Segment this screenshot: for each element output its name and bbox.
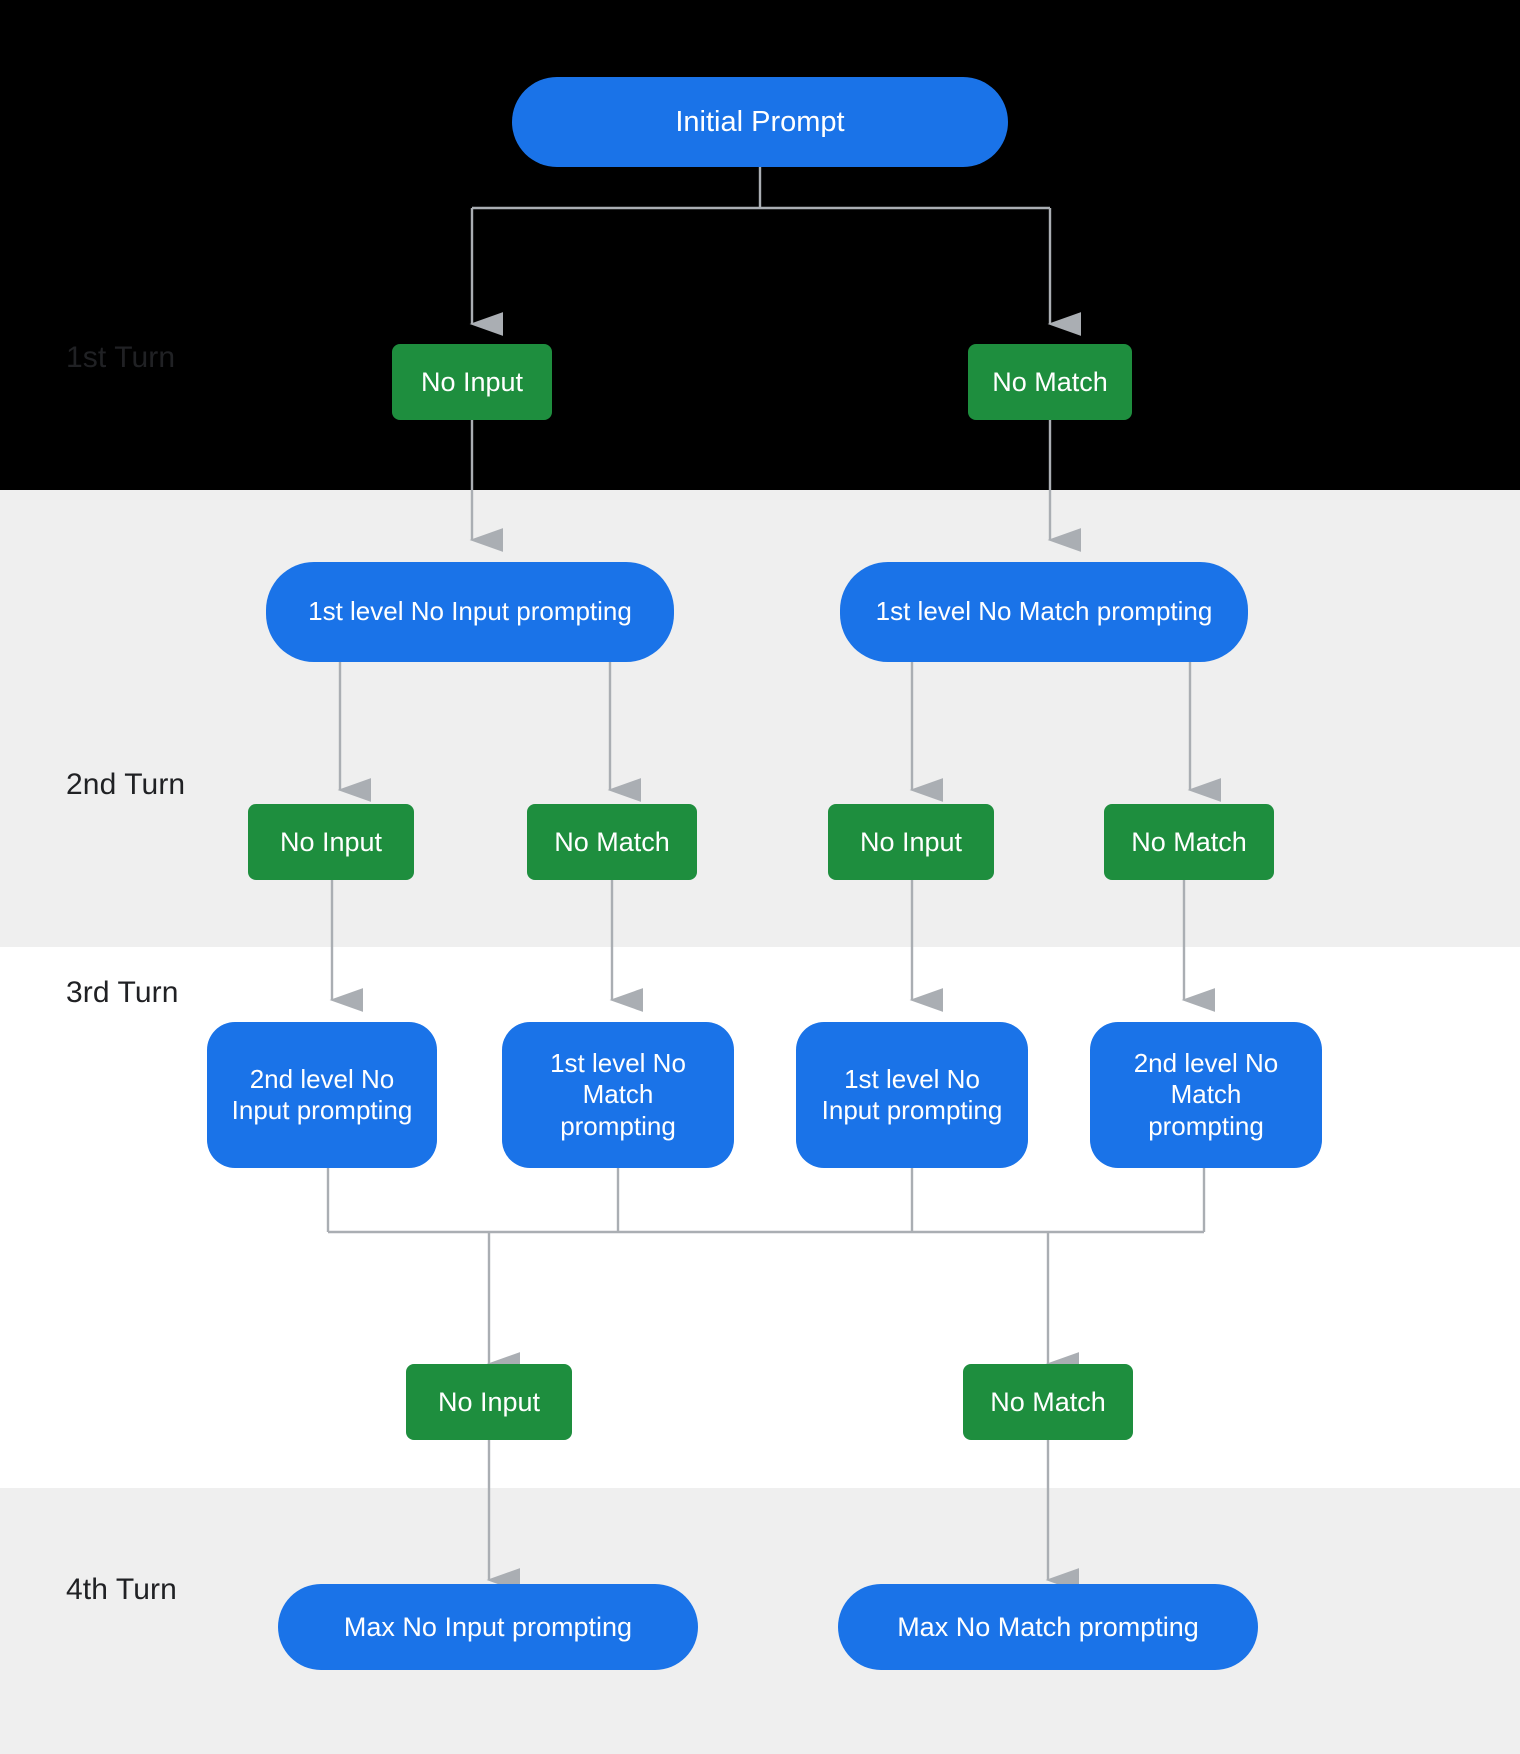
node-t1-no-input[interactable]: No Input [392, 344, 552, 420]
node-t2-no-match-a[interactable]: No Match [527, 804, 697, 880]
node-t2-prompt-no-match[interactable]: 1st level No Match prompting [840, 562, 1248, 662]
node-t3-no-match[interactable]: No Match [963, 1364, 1133, 1440]
node-t3-no-input[interactable]: No Input [406, 1364, 572, 1440]
turn-label-4th: 4th Turn [66, 1573, 177, 1606]
node-t3-prompt-1st-no-input[interactable]: 1st level No Input prompting [796, 1022, 1028, 1168]
band-2nd-turn [0, 490, 1520, 947]
turn-label-2nd: 2nd Turn [66, 768, 186, 801]
node-t1-no-match[interactable]: No Match [968, 344, 1132, 420]
turn-label-3rd: 3rd Turn [66, 976, 179, 1009]
node-t3-prompt-1st-no-match[interactable]: 1st level No Match prompting [502, 1022, 734, 1168]
node-t4-max-no-match[interactable]: Max No Match prompting [838, 1584, 1258, 1670]
band-4th-turn [0, 1488, 1520, 1754]
node-t3-prompt-2nd-no-match[interactable]: 2nd level No Match prompting [1090, 1022, 1322, 1168]
node-t2-no-input-b[interactable]: No Input [828, 804, 994, 880]
band-1st-turn [0, 0, 1520, 490]
node-t3-prompt-2nd-no-input[interactable]: 2nd level No Input prompting [207, 1022, 437, 1168]
node-t2-prompt-no-input[interactable]: 1st level No Input prompting [266, 562, 674, 662]
node-t2-no-match-b[interactable]: No Match [1104, 804, 1274, 880]
node-t2-no-input-a[interactable]: No Input [248, 804, 414, 880]
node-initial-prompt[interactable]: Initial Prompt [512, 77, 1008, 167]
turn-label-1st: 1st Turn [66, 341, 176, 374]
node-t4-max-no-input[interactable]: Max No Input prompting [278, 1584, 698, 1670]
